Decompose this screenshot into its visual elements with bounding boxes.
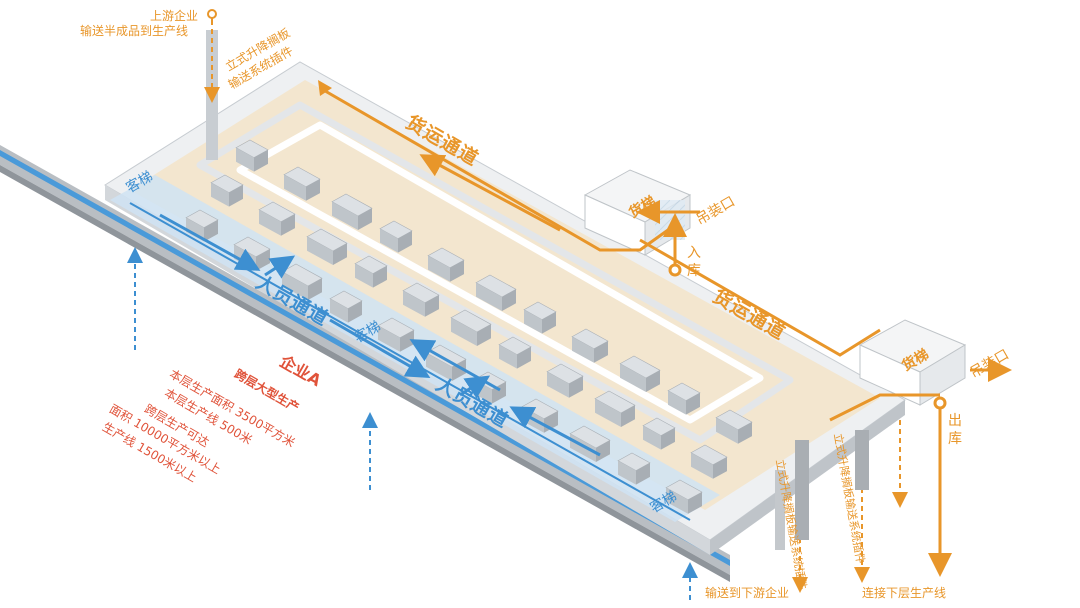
upstream-label: 上游企业 — [150, 9, 199, 23]
machine-block — [498, 336, 532, 369]
machine-block — [594, 390, 636, 427]
machine-block — [402, 282, 440, 317]
downstream-label: 输送到下游企业 — [705, 586, 790, 600]
machine-block — [283, 166, 321, 201]
machine-block — [258, 201, 296, 236]
conveyor-loops — [196, 101, 794, 444]
machine-block — [235, 139, 269, 172]
machine-block — [546, 363, 584, 398]
machine-block — [619, 355, 661, 392]
machine-block — [379, 220, 413, 253]
machine-block — [331, 193, 373, 230]
outbound-label-2: 库 — [948, 431, 962, 447]
machine-grid — [185, 139, 753, 514]
lift-towers — [775, 430, 869, 550]
machine-block — [665, 479, 703, 514]
machine-block — [715, 409, 753, 444]
machine-block — [354, 255, 388, 288]
upstream-shaft — [204, 9, 220, 160]
machine-block — [523, 301, 557, 334]
people-route-arrows — [127, 213, 698, 600]
machine-block — [475, 274, 517, 311]
machine-block — [329, 290, 363, 323]
inbound-label-1: 入 — [687, 245, 701, 261]
machine-block — [210, 174, 244, 207]
upstream-sub-label: 输送半成品到生产线 — [80, 24, 189, 38]
inbound-label-2: 库 — [687, 263, 701, 279]
road-band — [0, 145, 730, 582]
machine-block — [427, 247, 465, 282]
machine-block — [571, 328, 609, 363]
machine-block — [617, 452, 651, 485]
cargo-elevator-room-right — [858, 319, 967, 406]
outbound-label-1: 出 — [948, 413, 962, 429]
next-floor-label: 连接下层生产线 — [862, 586, 947, 600]
machine-block — [450, 309, 492, 346]
machine-block — [306, 228, 348, 265]
machine-block — [642, 417, 676, 450]
machine-block — [377, 317, 415, 352]
machine-block — [667, 382, 701, 415]
machine-block — [690, 444, 728, 479]
